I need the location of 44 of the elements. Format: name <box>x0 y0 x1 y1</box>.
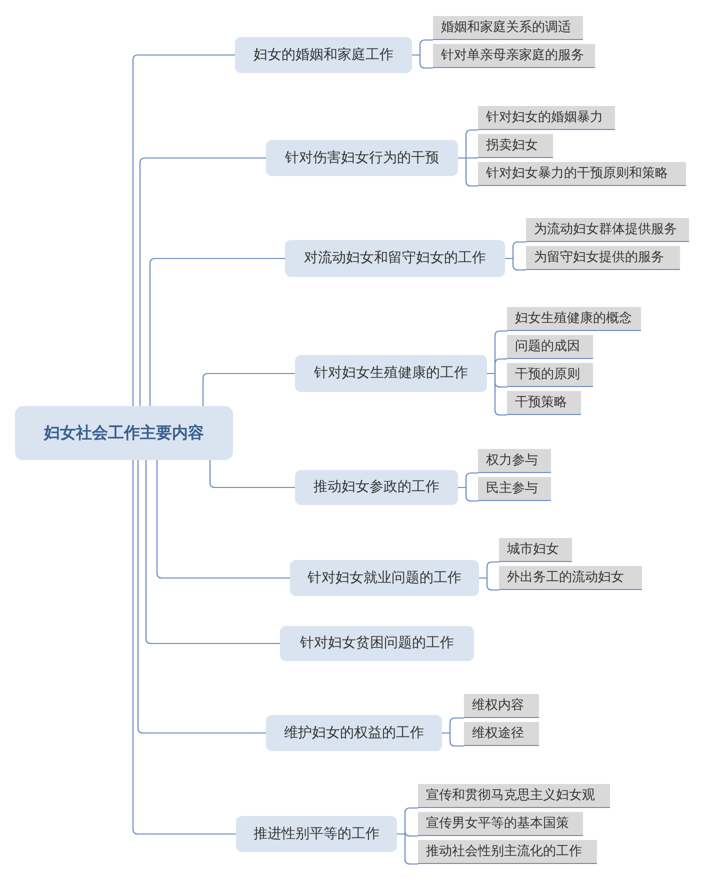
subtopic-label: 为流动妇女群体提供服务 <box>526 218 689 242</box>
connector-line <box>149 258 285 406</box>
subtopic-label: 问题的成因 <box>507 335 593 359</box>
topic-box: 针对妇女贫困问题的工作 <box>280 626 474 661</box>
subtopic-label: 针对单亲母亲家庭的服务 <box>433 44 595 68</box>
connector-line <box>442 732 464 747</box>
topic-box: 维护妇女的权益的工作 <box>266 715 442 751</box>
subtopic-label: 针对妇女的婚姻暴力 <box>478 106 615 130</box>
subtopic-label: 民主参与 <box>478 477 551 501</box>
subtopic-label: 宣传和贯彻马克思主义妇女观 <box>418 784 610 808</box>
subtopic-label: 宣传男女平等的基本国策 <box>418 812 583 836</box>
subtopic-label: 外出务工的流动妇女 <box>499 566 642 590</box>
connector-line <box>505 258 526 271</box>
subtopic-label: 干预的原则 <box>507 363 593 387</box>
subtopic-label: 干预策略 <box>507 391 581 415</box>
subtopic-label: 拐卖妇女 <box>478 134 553 158</box>
subtopic-label: 为留守妇女提供的服务 <box>526 246 680 270</box>
topic-box: 推进性别平等的工作 <box>236 816 397 852</box>
connector-line <box>458 486 478 502</box>
subtopic-label: 城市妇女 <box>499 538 572 562</box>
topic-box: 针对妇女就业问题的工作 <box>290 560 479 596</box>
topic-box: 针对伤害妇女行为的干预 <box>266 140 458 176</box>
connector-line <box>479 577 499 591</box>
topic-box: 针对妇女生殖健康的工作 <box>295 355 487 392</box>
connector-line <box>132 54 235 406</box>
topic-box: 对流动妇女和留守妇女的工作 <box>285 240 505 277</box>
connector-line <box>145 460 280 644</box>
connector-line <box>137 460 266 734</box>
connector-line <box>156 460 290 579</box>
topic-box: 妇女的婚姻和家庭工作 <box>235 37 412 73</box>
connector-line <box>132 460 236 835</box>
topic-box: 推动妇女参政的工作 <box>295 470 458 505</box>
connector-line <box>139 157 266 406</box>
subtopic-label: 针对妇女暴力的干预原则和策略 <box>478 162 686 186</box>
subtopic-label: 婚姻和家庭关系的调适 <box>433 16 583 40</box>
connector-line <box>412 54 433 69</box>
connector-line <box>209 460 295 488</box>
subtopic-label: 推动社会性别主流化的工作 <box>418 840 597 864</box>
connector-line <box>202 372 295 406</box>
subtopic-label: 维权内容 <box>464 694 539 718</box>
subtopic-label: 权力参与 <box>478 449 551 473</box>
subtopic-label: 妇女生殖健康的概念 <box>507 307 641 331</box>
root-topic: 妇女社会工作主要内容 <box>15 406 233 460</box>
subtopic-label: 维权途径 <box>464 722 539 746</box>
